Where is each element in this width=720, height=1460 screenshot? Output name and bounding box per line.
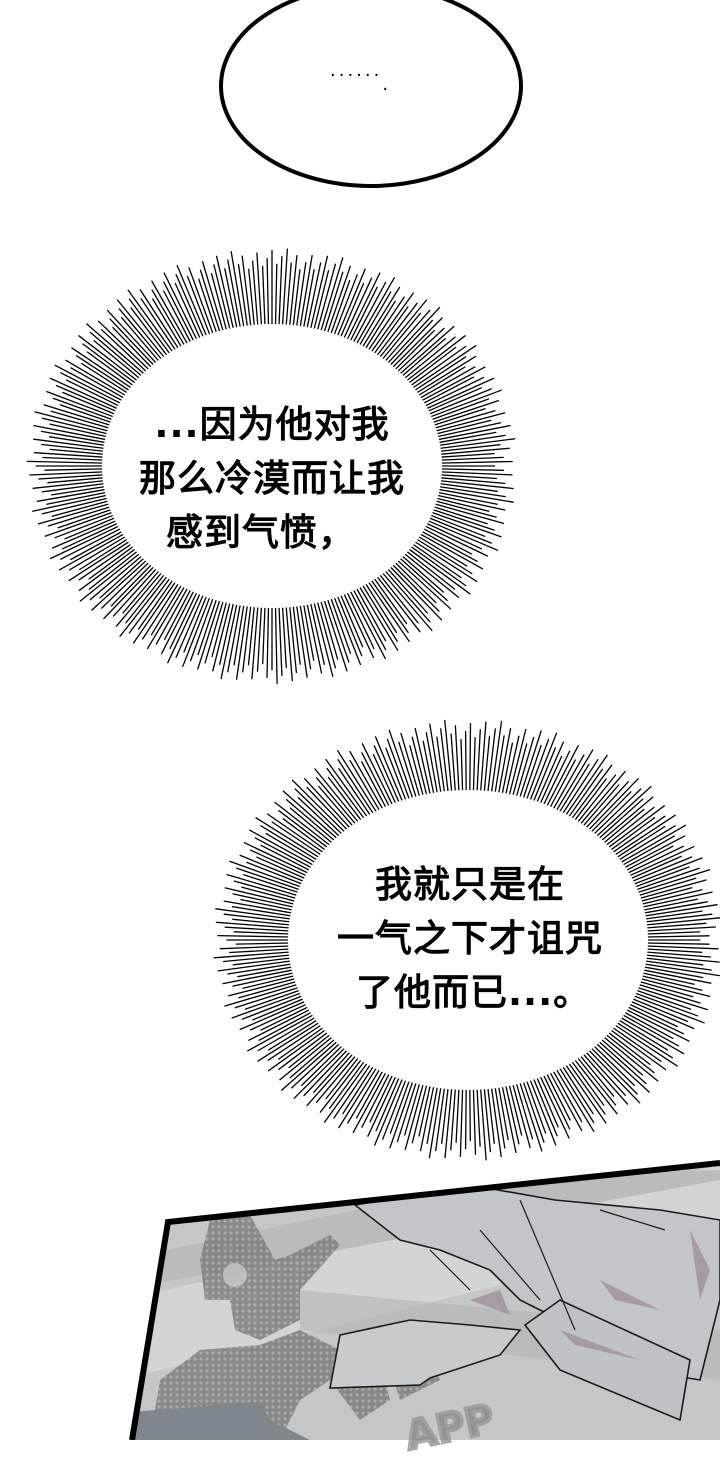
thought-burst-1 xyxy=(26,248,516,684)
ellipsis-dialogue: ....... xyxy=(330,60,420,95)
burst-1-text: ...因为他对我 那么冷漠而让我 感到气愤， xyxy=(122,398,422,560)
burst-1-line-3: 感到气愤， xyxy=(166,511,356,554)
burst-2-line-2: 一气之下才诅咒 xyxy=(337,917,603,960)
ellipsis-tail-dot: . xyxy=(382,74,392,95)
burst-1-line-1: ...因为他对我 xyxy=(154,403,390,446)
thought-burst-2 xyxy=(213,719,720,1161)
art-panel xyxy=(129,1160,720,1440)
burst-2-line-3: 了他而已...。 xyxy=(356,971,592,1014)
ellipsis-text: ...... xyxy=(330,60,383,81)
burst-2-line-1: 我就只是在 xyxy=(375,863,565,906)
burst-1-line-2: 那么冷漠而让我 xyxy=(139,457,405,500)
speech-bubble-oval xyxy=(219,0,523,188)
sleeve-artwork xyxy=(329,1184,720,1422)
burst-2-text: 我就只是在 一气之下才诅咒 了他而已...。 xyxy=(320,858,620,1020)
